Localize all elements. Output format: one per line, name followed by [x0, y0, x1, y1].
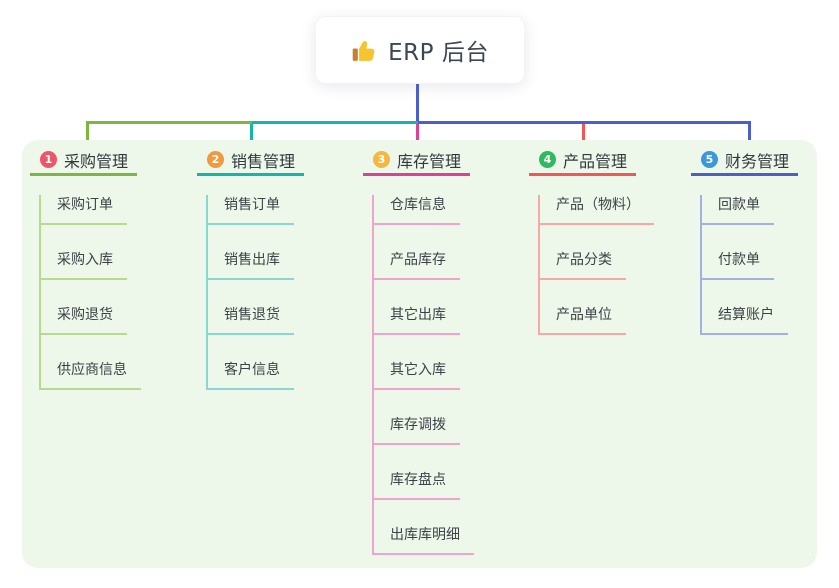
- connector-drop: [250, 124, 253, 146]
- child-node[interactable]: 产品分类: [540, 250, 626, 280]
- connector-segment-mid: [252, 121, 418, 124]
- child-node[interactable]: 客户信息: [208, 360, 294, 390]
- child-node[interactable]: 仓库信息: [374, 195, 460, 225]
- connector-segment-left: [86, 121, 252, 124]
- child-node[interactable]: 其它出库: [374, 305, 460, 335]
- connector-drop: [86, 124, 89, 146]
- branches-panel: [22, 140, 817, 568]
- branch-children: 仓库信息产品库存其它出库其它入库库存调拨库存盘点出库库明细: [372, 195, 474, 555]
- branch-title[interactable]: 1 采购管理: [30, 146, 138, 176]
- branch-node: 4 产品管理 产品（物料） 产品分类产品单位: [529, 146, 654, 335]
- child-node[interactable]: 采购退货: [41, 305, 127, 335]
- root-connector: [416, 84, 419, 121]
- root-node-label: ERP 后台: [388, 40, 489, 66]
- connector-drop: [416, 124, 419, 146]
- child-node[interactable]: 产品单位: [540, 305, 626, 335]
- thumbs-up-icon: [352, 40, 375, 61]
- root-node[interactable]: ERP 后台: [315, 16, 525, 84]
- branch-children: 采购订单采购入库采购退货供应商信息: [39, 195, 141, 390]
- branch-children: 销售订单销售出库销售退货客户信息: [206, 195, 304, 390]
- child-node[interactable]: 产品（物料）: [540, 195, 654, 225]
- branch-number-badge: 5: [701, 151, 718, 168]
- child-node[interactable]: 采购订单: [41, 195, 127, 225]
- child-node[interactable]: 付款单: [702, 250, 774, 280]
- branch-number-badge: 2: [207, 151, 224, 168]
- child-node[interactable]: 库存调拨: [374, 415, 460, 445]
- branch-children: 产品（物料） 产品分类产品单位: [538, 195, 654, 335]
- branch-node: 5 财务管理 回款单付款单结算账户: [691, 146, 799, 335]
- child-node[interactable]: 销售订单: [208, 195, 294, 225]
- branch-title[interactable]: 3 库存管理: [363, 146, 471, 176]
- branch-title[interactable]: 5 财务管理: [691, 146, 799, 176]
- child-node[interactable]: 销售出库: [208, 250, 294, 280]
- branch-number-badge: 4: [539, 151, 556, 168]
- connector-drop: [748, 124, 751, 146]
- child-node[interactable]: 结算账户: [702, 305, 788, 335]
- branch-number-badge: 3: [373, 151, 390, 168]
- child-node[interactable]: 供应商信息: [41, 360, 141, 390]
- branch-node: 3 库存管理 仓库信息产品库存其它出库其它入库库存调拨库存盘点出库库明细: [363, 146, 474, 555]
- child-node[interactable]: 其它入库: [374, 360, 460, 390]
- child-node[interactable]: 出库库明细: [374, 525, 474, 555]
- branch-title[interactable]: 4 产品管理: [529, 146, 637, 176]
- branch-title[interactable]: 2 销售管理: [197, 146, 305, 176]
- branch-node: 2 销售管理 销售订单销售出库销售退货客户信息: [197, 146, 305, 390]
- branch-title-label: 财务管理: [725, 151, 790, 171]
- branch-number-badge: 1: [40, 151, 57, 168]
- branch-title-label: 销售管理: [231, 151, 296, 171]
- child-node[interactable]: 库存盘点: [374, 470, 460, 500]
- connector-segment-right: [418, 121, 751, 124]
- child-node[interactable]: 销售退货: [208, 305, 294, 335]
- child-node[interactable]: 回款单: [702, 195, 774, 225]
- branch-title-label: 库存管理: [397, 151, 462, 171]
- branch-node: 1 采购管理 采购订单采购入库采购退货供应商信息: [30, 146, 141, 390]
- branch-title-label: 采购管理: [64, 151, 129, 171]
- branch-children: 回款单付款单结算账户: [700, 195, 798, 335]
- child-node[interactable]: 产品库存: [374, 250, 460, 280]
- child-node[interactable]: 采购入库: [41, 250, 127, 280]
- branch-title-label: 产品管理: [563, 151, 628, 171]
- connector-drop: [582, 124, 585, 146]
